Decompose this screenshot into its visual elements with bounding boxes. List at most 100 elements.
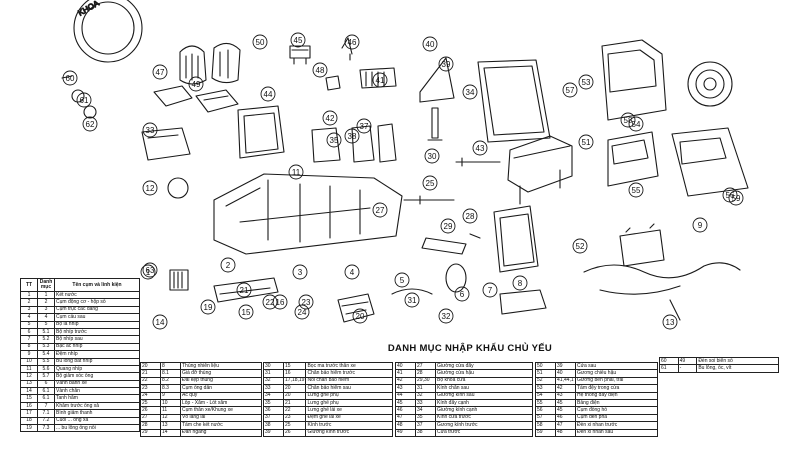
callout-circle [422, 175, 438, 191]
table-cell: Cuối ... ống xả [54, 416, 140, 426]
table-cell: Bình giảm thanh [54, 409, 140, 418]
table-cell: 2 [20, 298, 38, 307]
table-cell: 15 [282, 361, 307, 371]
table-cell: Kính chắn sau [435, 384, 533, 393]
callout-number: 48 [316, 66, 325, 75]
callout-number: 13 [666, 318, 675, 327]
callout-circle [472, 140, 488, 156]
callout-number: 52 [576, 242, 585, 251]
callout-number: 56 [726, 191, 735, 200]
callout-28: 28 [462, 208, 478, 224]
table-cell: Chắn bảo hiểm trước [305, 369, 393, 378]
table-cell: 58 [535, 421, 556, 430]
mirror-part [325, 75, 341, 91]
callout-number: 2 [226, 261, 231, 270]
table-cell: 21 [140, 369, 161, 378]
callout-55: 55 [628, 182, 644, 198]
table-cell: 34 [263, 391, 284, 400]
table-cell: Cửa sau [575, 361, 658, 371]
table-cell: 56 [535, 406, 556, 415]
callout-34: 34 [462, 84, 478, 100]
table-cell: 59 [535, 428, 556, 437]
callout-number: 63 [146, 266, 155, 275]
table-cell: 7.1 [37, 409, 55, 418]
table-cell: 28 [415, 369, 436, 378]
table-cell: 12 [160, 413, 181, 423]
callout-2: 2 [220, 257, 236, 273]
callout-circle [290, 32, 306, 48]
table-cell: 36 [263, 406, 284, 415]
callout-circle [438, 56, 454, 72]
table-cell: 17 [20, 409, 38, 418]
table-cell: Chắn bảo hiểm sau [305, 384, 393, 393]
callout-number: 14 [156, 318, 165, 327]
callout-circle [620, 112, 636, 128]
table-cell: Gương chiếu hậu [575, 369, 658, 378]
callout-25: 25 [422, 175, 438, 191]
table-header: TT [20, 278, 38, 292]
table-cell: Bộ nhíp trước [54, 327, 140, 337]
table-cell: 54 [535, 391, 556, 400]
table-cell: 42 [555, 384, 576, 393]
table-cell: 9 [160, 391, 181, 400]
table-cell: 47 [555, 421, 576, 430]
callout-circle [692, 217, 708, 233]
table-cell: Cửa trước [435, 428, 533, 437]
callout-number: 62 [86, 120, 95, 129]
table-cell: Tấm che két nước [180, 421, 262, 430]
callout-circle [322, 110, 338, 126]
callout-number: 20 [356, 312, 365, 321]
battery-part [619, 223, 665, 267]
table-cell: 42 [395, 376, 416, 386]
callout-circle [238, 304, 254, 320]
table-cell: Lưng ghế phụ [305, 391, 393, 400]
callout-37: 37 [356, 118, 372, 134]
callout-circle [628, 182, 644, 198]
table-cell: 27 [415, 361, 436, 371]
table-header: Tên cụm và linh kiện [54, 278, 140, 292]
callout-number: 44 [264, 90, 273, 99]
callout-number: 32 [442, 312, 451, 321]
table-cell: 24 [140, 391, 161, 400]
callout-number: 16 [276, 298, 285, 307]
fuel-tank-part [499, 289, 547, 315]
table-cell: Bộ nhíp sau [54, 335, 140, 344]
callout-circle [578, 74, 594, 90]
callout-number: 29 [444, 222, 453, 231]
table-cell: 39 [263, 428, 284, 437]
callout-3: 3 [292, 264, 308, 280]
table-header: Danh mục [37, 278, 55, 292]
callout-number: 34 [466, 88, 475, 97]
callout-number: 8 [518, 279, 523, 288]
callout-number: 55 [632, 186, 641, 195]
table-cell: 35 [415, 413, 436, 423]
table-cell: 26 [282, 428, 307, 437]
callout-57: 57 [562, 82, 578, 98]
table-cell: Cụm trục các đăng [54, 305, 140, 315]
callout-number: 9 [698, 221, 703, 230]
callout-12: 12 [142, 180, 158, 196]
table-cell: 57 [535, 413, 556, 423]
table-cell: Bu lông, ốc, vít [696, 364, 779, 373]
table-cell: 10 [160, 398, 181, 408]
table-cell: Bộ giảm xóc ống [54, 372, 140, 381]
callout-circle [728, 190, 744, 206]
